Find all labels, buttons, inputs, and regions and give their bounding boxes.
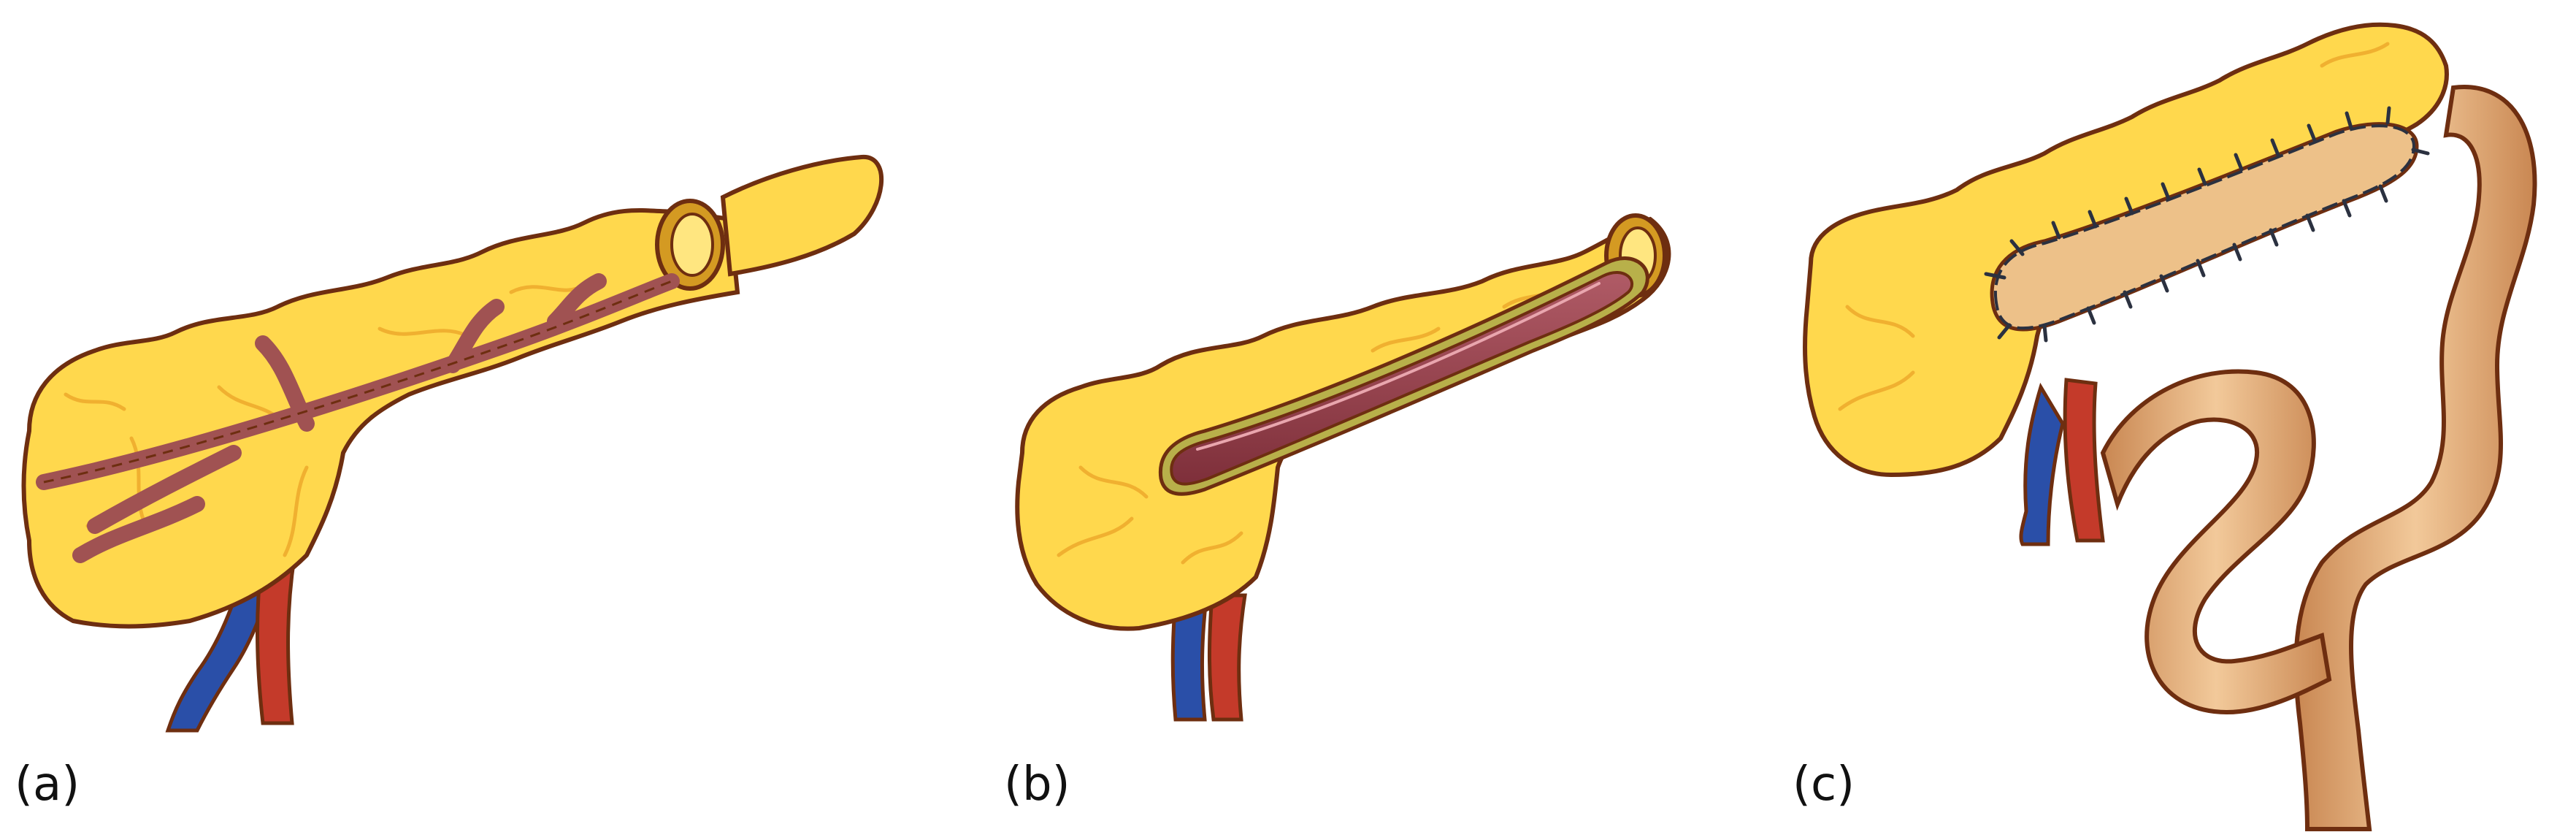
vein-c — [2019, 382, 2065, 546]
panel-label-b: (b) — [1004, 757, 1070, 812]
vein-b — [1170, 597, 1208, 722]
suture-stitches-c — [1984, 106, 2430, 343]
panel-b: (b) — [1004, 213, 1671, 812]
panel-c: (c) — [1793, 22, 2537, 831]
vessels-b — [1170, 593, 1247, 722]
artery-b — [1207, 593, 1247, 722]
jejunal-limb — [2293, 85, 2537, 831]
artery-a — [256, 546, 298, 725]
pancreas-a — [21, 208, 740, 629]
vessels-c — [2019, 378, 2105, 546]
cut-face-a — [670, 213, 714, 277]
duct-highlight-b — [1196, 282, 1601, 451]
duct-dash-a — [43, 280, 672, 484]
suture-line-c — [1994, 124, 2416, 330]
panel-label-a: (a) — [15, 757, 80, 812]
lobule-lines-c — [1838, 42, 2390, 411]
panel-label-c: (c) — [1793, 757, 1855, 812]
pancreas-tail-a — [720, 154, 884, 277]
artery-c — [2063, 378, 2105, 543]
bowel-loop — [2100, 369, 2332, 715]
panel-a: (a) — [15, 154, 884, 812]
